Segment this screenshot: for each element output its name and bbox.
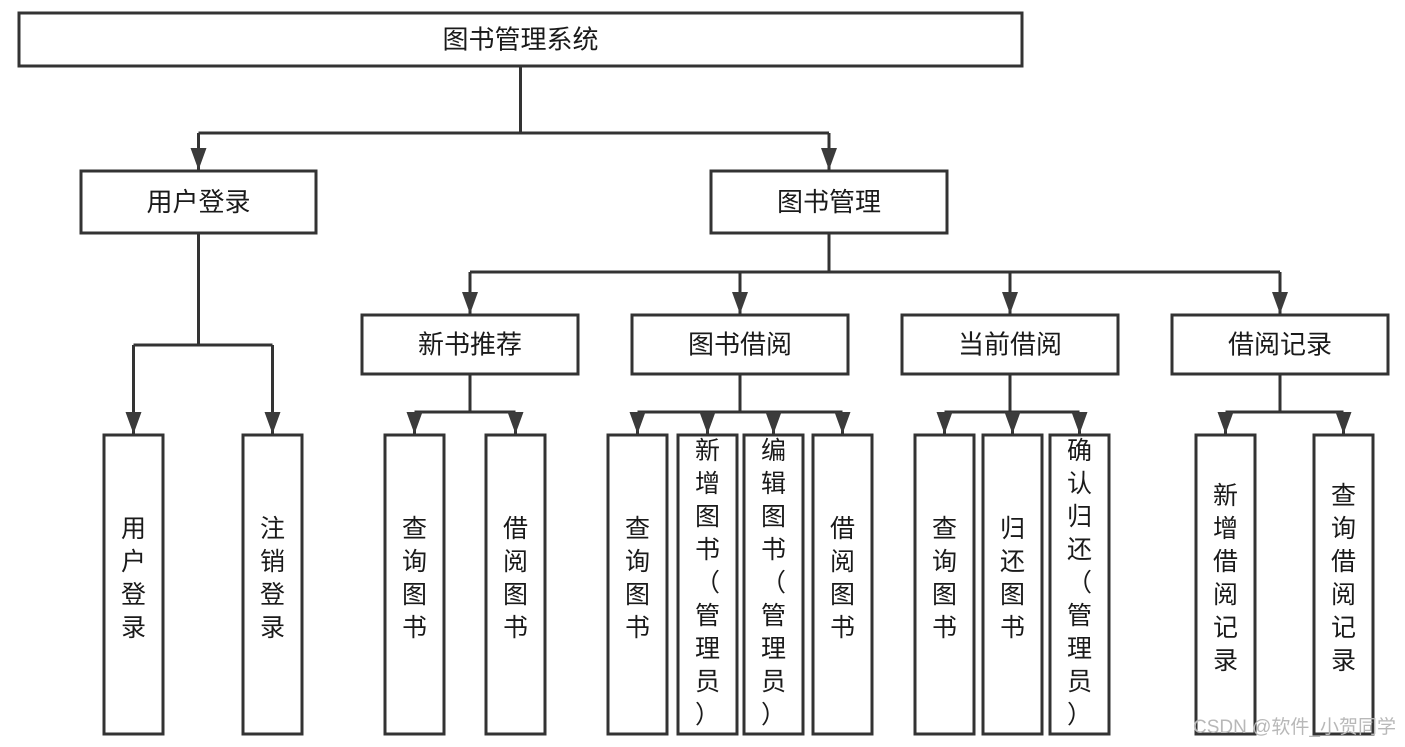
node-borrow-record[interactable]: 借阅记录 [1170, 313, 1390, 376]
node-label-book-borrow: 图书借阅 [688, 330, 792, 360]
node-label-leaf-add-book-admin: 新增图书（管理员） [695, 437, 720, 729]
node-box-leaf-query-book-borrow [606, 433, 669, 736]
conn-bookmgmt-arrow-2 [1002, 292, 1018, 314]
node-box-leaf-query-book-current [913, 433, 976, 736]
node-label-leaf-user-logout: 注销登录 [260, 515, 285, 642]
node-box-leaf-user-logout [241, 433, 304, 736]
node-box-leaf-confirm-return-admin [1048, 433, 1111, 736]
node-label-leaf-borrow-book-rec: 借阅图书 [503, 515, 528, 642]
node-label-leaf-user-login: 用户登录 [121, 515, 146, 642]
conn-book-borrow-arrow-0 [629, 412, 646, 434]
node-label-leaf-query-book-borrow: 查询图书 [625, 515, 650, 642]
node-box-leaf-return-book [981, 433, 1044, 736]
conn-borrow-record-arrow-0 [1217, 412, 1234, 434]
node-leaf-query-book-rec[interactable]: 查询图书 [383, 433, 446, 736]
node-box-leaf-borrow-book [811, 433, 874, 736]
node-root[interactable]: 图书管理系统 [17, 11, 1024, 68]
conn-userlogin-arrow-1 [264, 412, 281, 434]
node-leaf-query-book-borrow[interactable]: 查询图书 [606, 433, 669, 736]
node-box-book-borrow [630, 313, 850, 376]
node-label-leaf-confirm-return-admin: 确认归还（管理员） [1067, 437, 1092, 729]
node-box-borrow-record [1170, 313, 1390, 376]
node-label-leaf-return-book: 归还图书 [1000, 515, 1025, 642]
conn-current-borrow-arrow-0 [936, 412, 953, 434]
node-label-leaf-query-book-current: 查询图书 [932, 515, 957, 642]
node-leaf-edit-book-admin[interactable]: 编辑图书（管理员） [742, 433, 805, 736]
node-label-borrow-record: 借阅记录 [1228, 330, 1332, 360]
connector-layer [125, 66, 1352, 434]
csdn-watermark: CSDN @软件_小贺同学 [1193, 716, 1396, 738]
node-user-login[interactable]: 用户登录 [79, 169, 318, 235]
node-box-user-login [79, 169, 318, 235]
node-new-book-recommend[interactable]: 新书推荐 [360, 313, 580, 376]
conn-new-book-recommend-arrow-1 [507, 412, 524, 434]
node-label-root: 图书管理系统 [442, 25, 598, 55]
node-box-leaf-add-book-admin [676, 433, 739, 736]
node-leaf-user-logout[interactable]: 注销登录 [241, 433, 304, 736]
node-box-new-book-recommend [360, 313, 580, 376]
node-box-leaf-borrow-book-rec [484, 433, 547, 736]
conn-borrow-record-arrow-1 [1335, 412, 1352, 434]
node-label-book-management: 图书管理 [777, 187, 881, 217]
conn-root-arrow-0 [190, 148, 207, 170]
conn-book-borrow-arrow-3 [834, 412, 851, 434]
conn-bookmgmt-arrow-3 [1272, 292, 1288, 314]
node-box-book-management [709, 169, 949, 235]
conn-root-arrow-1 [821, 148, 837, 170]
node-label-leaf-query-book-rec: 查询图书 [402, 515, 427, 642]
node-leaf-query-borrow-record[interactable]: 查询借阅记录 [1312, 433, 1375, 736]
node-box-root [17, 11, 1024, 68]
node-label-current-borrow: 当前借阅 [958, 330, 1062, 360]
conn-bookmgmt-arrow-1 [732, 292, 748, 314]
conn-new-book-recommend-arrow-0 [406, 412, 423, 434]
node-label-user-login: 用户登录 [146, 187, 250, 217]
node-leaf-user-login[interactable]: 用户登录 [102, 433, 165, 736]
node-label-leaf-borrow-book: 借阅图书 [830, 515, 855, 642]
node-book-borrow[interactable]: 图书借阅 [630, 313, 850, 376]
node-leaf-query-book-current[interactable]: 查询图书 [913, 433, 976, 736]
node-box-current-borrow [900, 313, 1120, 376]
conn-book-borrow-arrow-2 [765, 412, 782, 434]
node-leaf-return-book[interactable]: 归还图书 [981, 433, 1044, 736]
node-leaf-add-book-admin[interactable]: 新增图书（管理员） [676, 433, 739, 736]
node-label-leaf-edit-book-admin: 编辑图书（管理员） [761, 437, 786, 729]
node-book-management[interactable]: 图书管理 [709, 169, 949, 235]
node-leaf-add-borrow-record[interactable]: 新增借阅记录 [1194, 433, 1257, 736]
conn-current-borrow-arrow-2 [1071, 412, 1088, 434]
conn-userlogin-arrow-0 [125, 412, 142, 434]
node-box-leaf-edit-book-admin [742, 433, 805, 736]
node-leaf-confirm-return-admin[interactable]: 确认归还（管理员） [1048, 433, 1111, 736]
node-current-borrow[interactable]: 当前借阅 [900, 313, 1120, 376]
node-leaf-borrow-book-rec[interactable]: 借阅图书 [484, 433, 547, 736]
node-box-leaf-query-book-rec [383, 433, 446, 736]
node-label-new-book-recommend: 新书推荐 [418, 330, 522, 360]
conn-bookmgmt-arrow-0 [462, 292, 478, 314]
node-leaf-borrow-book[interactable]: 借阅图书 [811, 433, 874, 736]
node-box-leaf-add-borrow-record [1194, 433, 1257, 736]
conn-book-borrow-arrow-1 [699, 412, 716, 434]
node-box-leaf-query-borrow-record [1312, 433, 1375, 736]
node-box-leaf-user-login [102, 433, 165, 736]
node-layer: 图书管理系统用户登录图书管理新书推荐图书借阅当前借阅借阅记录用户登录注销登录查询… [17, 11, 1390, 736]
node-label-leaf-query-borrow-record: 查询借阅记录 [1331, 482, 1356, 675]
conn-current-borrow-arrow-1 [1004, 412, 1021, 434]
node-label-leaf-add-borrow-record: 新增借阅记录 [1213, 482, 1238, 675]
